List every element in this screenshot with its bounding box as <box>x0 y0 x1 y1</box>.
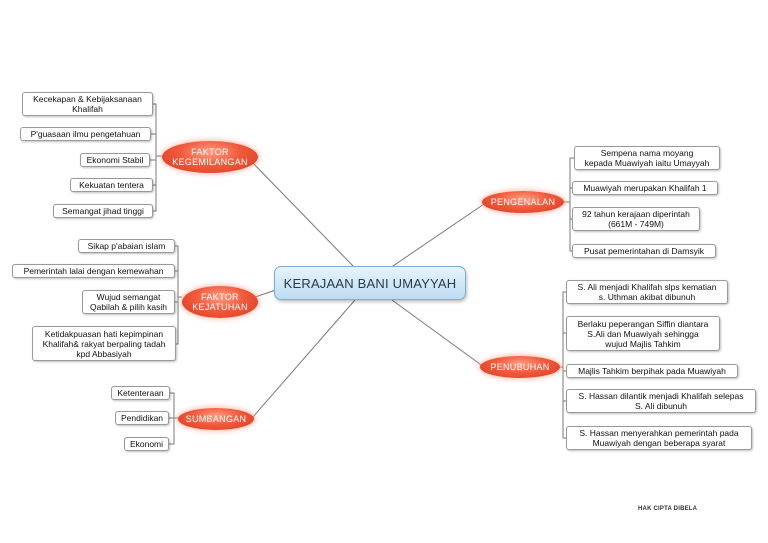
leaf-line: Pusat pemerintahan di Damsyik <box>583 246 704 256</box>
leaf-sempena-nama[interactable]: Sempena nama moyang kepada Muawiyah iait… <box>574 146 720 170</box>
branch-label-line: KEGEMILANGAN <box>172 157 248 167</box>
leaf-line: Khalifah <box>72 104 103 114</box>
branch-pengenalan[interactable]: PENGENALAN <box>482 191 564 213</box>
copyright-text: HAK CIPTA DIBELA <box>638 506 698 512</box>
link-kegemilangan <box>249 159 356 269</box>
leaf-line: Majlis Tahkim berpihak pada Muawiyah <box>578 366 726 376</box>
central-topic[interactable]: KERAJAAN BANI UMAYYAH <box>274 266 466 300</box>
link-kejatuhan <box>254 289 277 298</box>
branch-faktor-kegemilangan[interactable]: FAKTOR KEGEMILANGAN <box>162 141 258 173</box>
leaf-s-ali-khalifah[interactable]: S. Ali menjadi Khalifah slps kematian s.… <box>566 280 728 304</box>
leaf-line: S. Ali dibunuh <box>635 401 687 411</box>
leaf-line: Ekonomi Stabil <box>86 155 144 165</box>
leaf-line: 92 tahun kerajaan diperintah <box>582 209 690 219</box>
leaf-line: Semangat jihad tinggi <box>62 206 144 216</box>
leaf-majlis-tahkim[interactable]: Majlis Tahkim berpihak pada Muawiyah <box>566 364 738 378</box>
leaf-line: S. Hassan menyerahkan pemerintah pada <box>579 428 739 438</box>
central-topic-label: KERAJAAN BANI UMAYYAH <box>283 275 457 291</box>
leaf-line: wujud Majlis Tahkim <box>605 338 681 349</box>
leaf-line: Kekuatan tentera <box>79 180 144 190</box>
leaf-line: Sempena nama moyang <box>600 148 694 158</box>
leaf-line: Kecekapan & Kebijaksanaan <box>33 94 142 104</box>
leaf-line: Pemerintah lalai dengan kemewahan <box>23 266 164 276</box>
leaf-s-hassan-menyerahkan[interactable]: S. Hassan menyerahkan pemerintah pada Mu… <box>566 426 752 450</box>
leaf-line: (661M - 749M) <box>608 219 664 229</box>
link-penubuhan <box>391 299 485 368</box>
branch-penubuhan[interactable]: PENUBUHAN <box>480 356 560 378</box>
leaf-semangat-qabilah[interactable]: Wujud semangat Qabilah & pilih kasih <box>82 290 175 314</box>
link-sumbangan <box>251 299 356 419</box>
leaf-kecekapan[interactable]: Kecekapan & Kebijaksanaan Khalifah <box>22 92 153 116</box>
leaf-line: Muawiyah dengan beberapa syarat <box>592 438 726 448</box>
leaf-line: kepada Muawiyah iaitu Umayyah <box>584 158 710 168</box>
leaf-line: Khalifah& rakyat berpaling tadah <box>42 338 166 349</box>
leaf-line: Pendidikan <box>120 413 164 423</box>
leaf-kekuatan-tentera[interactable]: Kekuatan tentera <box>70 178 153 192</box>
leaf-line: Ketenteraan <box>117 388 164 398</box>
branch-sumbangan[interactable]: SUMBANGAN <box>178 408 254 430</box>
leaf-pendidikan[interactable]: Pendidikan <box>115 411 169 425</box>
leaf-line: Berlaku peperangan Siffin diantara <box>577 318 709 329</box>
leaf-muawiyah-khalifah[interactable]: Muawiyah merupakan Khalifah 1 <box>572 181 718 195</box>
leaf-ekonomi[interactable]: Ekonomi <box>124 437 169 451</box>
branch-label-line: SUMBANGAN <box>185 414 247 424</box>
leaf-line: S.Ali dan Muawiyah sehingga <box>587 328 699 339</box>
leaf-92-tahun[interactable]: 92 tahun kerajaan diperintah (661M - 749… <box>572 207 700 231</box>
leaf-perang-siffin[interactable]: Berlaku peperangan Siffin diantara S.Ali… <box>566 316 720 351</box>
branch-label-line: FAKTOR <box>201 292 239 302</box>
leaf-pemerintah-lalai[interactable]: Pemerintah lalai dengan kemewahan <box>12 264 175 278</box>
leaf-pusat-pemerintahan[interactable]: Pusat pemerintahan di Damsyik <box>572 244 716 258</box>
leaf-sikap-pabaian[interactable]: Sikap p'abaian islam <box>78 239 175 253</box>
leaf-line: s. Uthman akibat dibunuh <box>598 292 696 302</box>
leaf-pguasaan-ilmu[interactable]: P'guasaan ilmu pengetahuan <box>20 127 151 141</box>
branch-label-line: KEJATUHAN <box>192 302 248 312</box>
leaf-s-hassan-dilantik[interactable]: S. Hassan dilantik menjadi Khalifah sele… <box>566 389 756 413</box>
leaf-ketidakpuasan[interactable]: Ketidakpuasan hati kepimpinan Khalifah& … <box>32 326 176 361</box>
leaf-line: S. Hassan dilantik menjadi Khalifah sele… <box>578 391 744 401</box>
branch-label-line: FAKTOR <box>191 147 229 157</box>
leaf-line: Sikap p'abaian islam <box>87 241 166 251</box>
branch-label-line: PENGENALAN <box>490 197 556 207</box>
leaf-ekonomi-stabil[interactable]: Ekonomi Stabil <box>80 153 150 167</box>
branch-label-line: PENUBUHAN <box>490 362 550 372</box>
leaf-line: S. Ali menjadi Khalifah slps kematian <box>577 282 717 292</box>
leaf-line: P'guasaan ilmu pengetahuan <box>30 129 141 139</box>
leaf-line: Muawiyah merupakan Khalifah 1 <box>583 183 707 193</box>
leaf-line: Qabilah & pilih kasih <box>89 302 167 312</box>
leaf-line: Ketidakpuasan hati kepimpinan <box>44 328 164 339</box>
leaf-semangat-jihad[interactable]: Semangat jihad tinggi <box>53 204 153 218</box>
leaf-line: Ekonomi <box>129 439 164 449</box>
leaf-ketenteraan[interactable]: Ketenteraan <box>111 386 170 400</box>
leaf-line: kpd Abbasiyah <box>76 348 132 359</box>
branch-faktor-kejatuhan[interactable]: FAKTOR KEJATUHAN <box>182 286 258 318</box>
leaf-line: Wujud semangat <box>96 292 161 302</box>
link-pengenalan <box>389 201 488 269</box>
